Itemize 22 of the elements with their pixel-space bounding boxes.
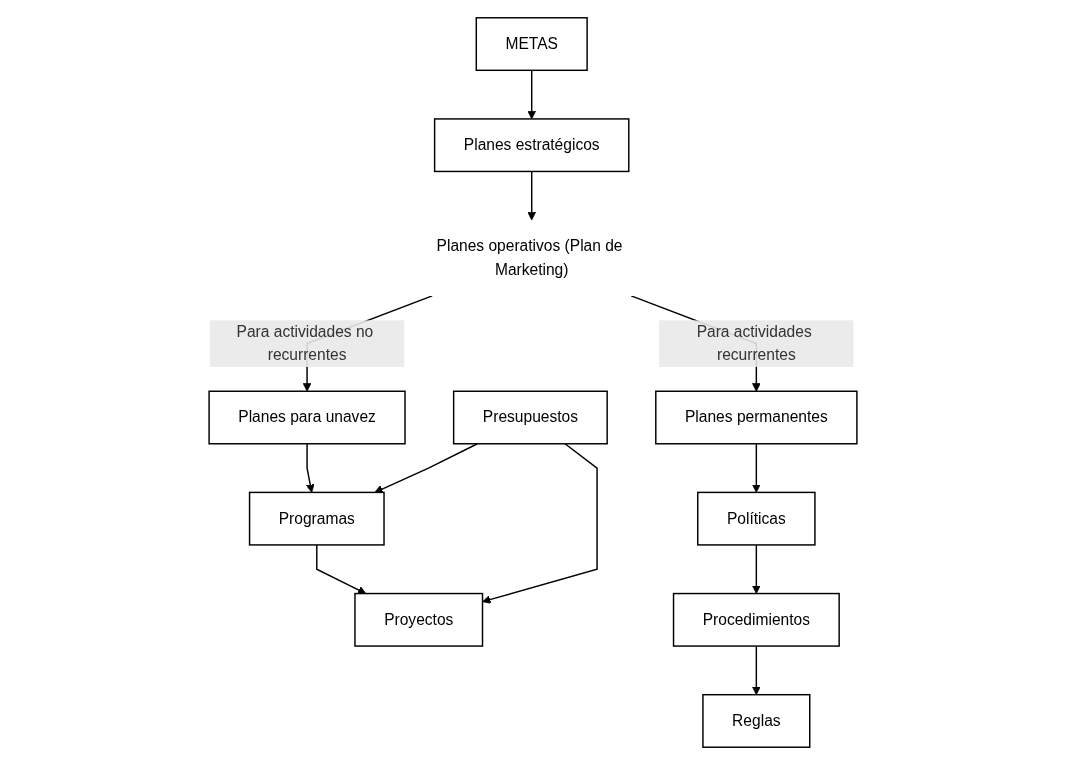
arrow bbox=[752, 443, 761, 493]
node-box: Políticas bbox=[697, 491, 816, 546]
node-box: Planes para unavez bbox=[208, 390, 406, 445]
arrow bbox=[752, 544, 761, 594]
node-box: Planes estratégicos bbox=[433, 118, 630, 173]
arrow bbox=[482, 443, 598, 604]
arrow bbox=[306, 443, 315, 493]
node-box: Presupuestos bbox=[452, 390, 608, 445]
node-box: Planes permanentes bbox=[655, 390, 858, 445]
arrow bbox=[527, 170, 536, 221]
arrow bbox=[316, 544, 367, 594]
arrow bbox=[752, 645, 761, 696]
node-box: METAS bbox=[475, 17, 588, 72]
node-box: Programas bbox=[248, 491, 385, 546]
edge-label: Para actividades no recurrentes bbox=[236, 323, 374, 364]
arrow bbox=[527, 69, 536, 120]
edge-label: Para actividades recurrentes bbox=[696, 323, 812, 364]
node-box: Proyectos bbox=[354, 592, 484, 647]
node-text: Planes operativos (Plan de Marketing) bbox=[436, 237, 623, 278]
arrow bbox=[374, 443, 479, 494]
node-box: Procedimientos bbox=[672, 592, 840, 647]
node-box: Reglas bbox=[702, 693, 811, 748]
